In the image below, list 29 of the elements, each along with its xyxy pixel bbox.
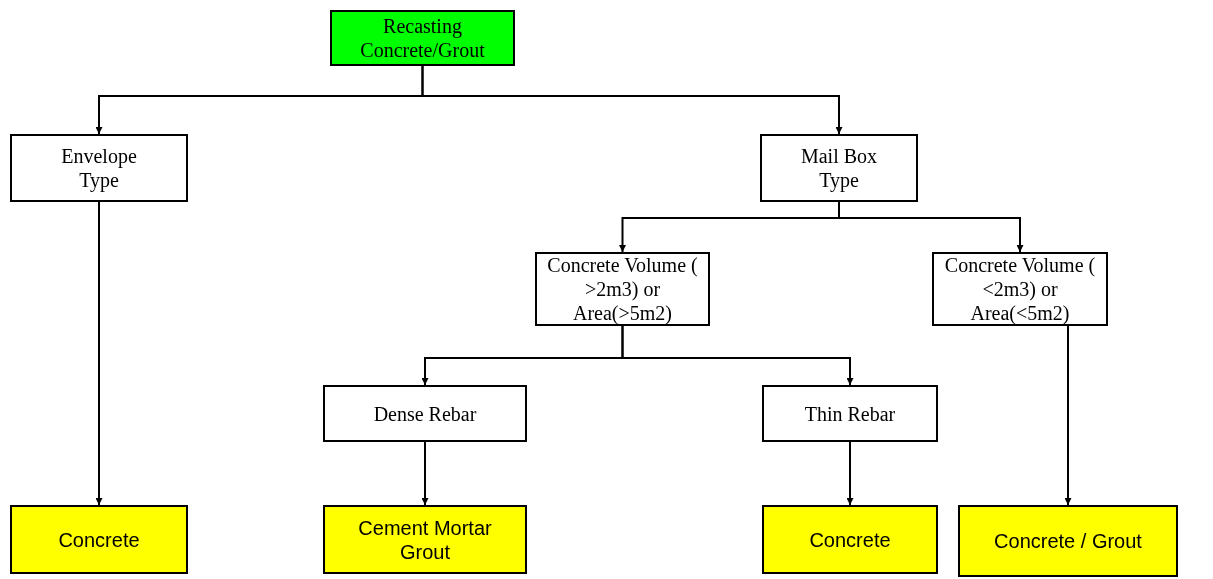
arrow: [838, 201, 1024, 253]
start-box: [330, 10, 515, 66]
arrow: [421, 441, 429, 506]
node-label: Recasting Concrete/Grout: [359, 14, 486, 62]
arrow: [421, 65, 843, 135]
node-label: Concrete: [58, 527, 140, 552]
node-label: Concrete Volume ( <2m3) or Area(<5m2): [944, 253, 1096, 325]
result-box: [10, 505, 188, 574]
result-box: [958, 505, 1178, 577]
process-box: [932, 252, 1108, 326]
node-label: Mail Box Type: [799, 144, 879, 192]
result-box: [323, 505, 527, 574]
process-box: [323, 385, 527, 442]
node-label: Concrete / Grout: [994, 529, 1142, 553]
process-box: [760, 134, 918, 202]
arrow: [846, 441, 854, 506]
node-label: Concrete: [809, 527, 891, 552]
node-label: Concrete Volume ( >2m3) or Area(>5m2): [547, 253, 698, 325]
process-box: [535, 252, 710, 326]
arrow: [1064, 325, 1072, 506]
node-label: Envelope Type: [60, 144, 138, 192]
arrow: [95, 201, 103, 506]
process-box: [762, 385, 938, 442]
result-box: [762, 505, 938, 574]
arrow: [621, 325, 854, 386]
node-label: Thin Rebar: [804, 401, 896, 426]
process-box: [10, 134, 188, 202]
node-label: Cement Mortar Grout: [357, 515, 493, 564]
node-label: Dense Rebar: [373, 401, 477, 426]
